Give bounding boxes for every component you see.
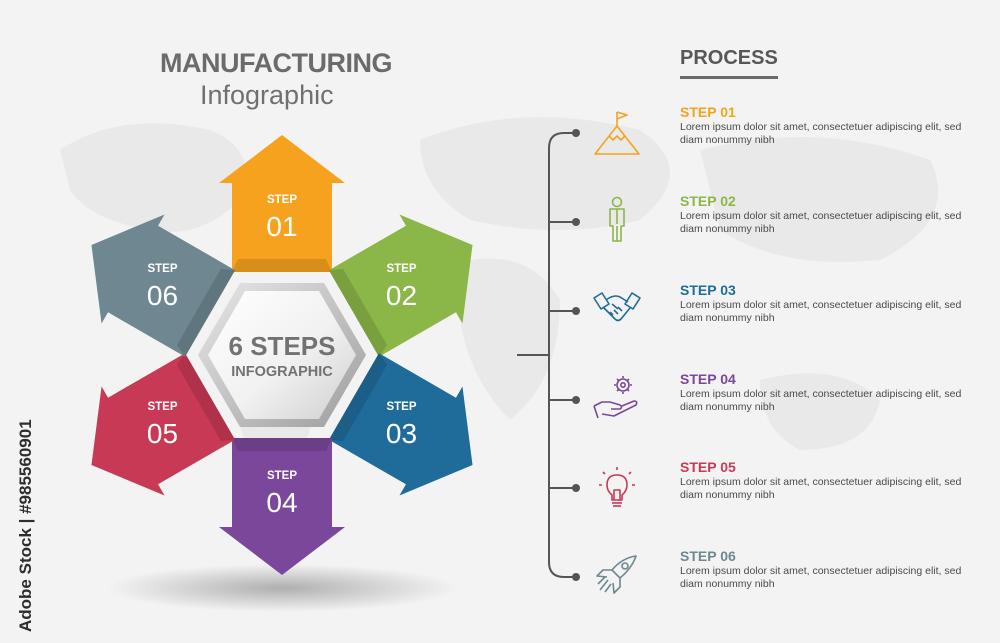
page-title: MANUFACTURING bbox=[160, 48, 392, 78]
petal-label-6: STEP bbox=[147, 263, 177, 275]
step-title-6: STEP 06 bbox=[680, 548, 736, 564]
connector-bottom-curve bbox=[548, 561, 575, 578]
center-subtitle: INFOGRAPHIC bbox=[231, 364, 333, 380]
petal-shadow-2 bbox=[328, 268, 388, 357]
connector-dot bbox=[572, 484, 580, 492]
step-title-2: STEP 02 bbox=[680, 193, 736, 209]
petal-number-5: 05 bbox=[147, 418, 178, 449]
center-hexagon bbox=[208, 291, 356, 419]
petal-shadow-5 bbox=[176, 353, 236, 442]
rocket-icon bbox=[596, 555, 637, 594]
petal-step-2: STEP 02 bbox=[328, 214, 473, 357]
petal-arrow-3 bbox=[328, 353, 473, 496]
step-description-1: Lorem ipsum dolor sit amet, consectetuer… bbox=[680, 121, 962, 147]
step-description-2: Lorem ipsum dolor sit amet, consectetuer… bbox=[680, 210, 962, 236]
petal-number-3: 03 bbox=[386, 418, 417, 449]
petal-step-6: STEP 06 bbox=[91, 214, 236, 357]
petal-step-3: STEP 03 bbox=[328, 353, 473, 496]
petal-label-5: STEP bbox=[147, 401, 177, 413]
petal-arrow-1 bbox=[219, 135, 345, 272]
handshake-icon bbox=[593, 292, 641, 322]
petal-step-5: STEP 05 bbox=[91, 353, 236, 496]
petal-shadow-6 bbox=[176, 268, 236, 357]
petal-label-1: STEP bbox=[267, 194, 297, 206]
connector-dot bbox=[572, 396, 580, 404]
petal-number-4: 04 bbox=[266, 487, 297, 518]
petal-arrow-4 bbox=[219, 438, 345, 575]
petal-arrow-5 bbox=[91, 353, 236, 496]
watermark-text: Adobe Stock | #985560901 bbox=[16, 419, 35, 632]
connector-dot bbox=[572, 129, 580, 137]
petal-arrow-6 bbox=[91, 214, 236, 357]
petal-step-1: STEP 01 bbox=[219, 135, 345, 272]
petal-label-2: STEP bbox=[386, 263, 416, 275]
petal-shadow-3 bbox=[328, 353, 388, 442]
mountain-flag-icon bbox=[594, 111, 640, 155]
petal-label-4: STEP bbox=[267, 470, 297, 482]
connector-top-curve bbox=[548, 132, 575, 149]
petal-number-6: 06 bbox=[147, 280, 178, 311]
page-subtitle: Infographic bbox=[200, 80, 334, 110]
step-title-3: STEP 03 bbox=[680, 282, 736, 298]
step-title-4: STEP 04 bbox=[680, 371, 736, 387]
watermark: Adobe Stock | #985560901 bbox=[16, 419, 35, 632]
person-icon bbox=[609, 196, 625, 242]
petal-step-4: STEP 04 bbox=[219, 438, 345, 575]
step-title-1: STEP 01 bbox=[680, 104, 736, 120]
step-title-5: STEP 05 bbox=[680, 459, 736, 475]
step-description-6: Lorem ipsum dolor sit amet, consectetuer… bbox=[680, 565, 962, 591]
step-description-4: Lorem ipsum dolor sit amet, consectetuer… bbox=[680, 388, 962, 414]
petal-label-3: STEP bbox=[386, 401, 416, 413]
connector-dot bbox=[572, 218, 580, 226]
step-description-3: Lorem ipsum dolor sit amet, consectetuer… bbox=[680, 299, 962, 325]
hand-gear-icon bbox=[593, 376, 638, 419]
petal-arrow-2 bbox=[328, 214, 473, 357]
petal-number-1: 01 bbox=[266, 211, 297, 242]
process-underline bbox=[680, 76, 778, 79]
petal-shadow-4 bbox=[232, 438, 332, 451]
connector-dot bbox=[572, 573, 580, 581]
diagram-shadow bbox=[107, 564, 457, 612]
petal-number-2: 02 bbox=[386, 280, 417, 311]
connector-dot bbox=[572, 307, 580, 315]
step-description-5: Lorem ipsum dolor sit amet, consectetuer… bbox=[680, 476, 962, 502]
process-heading: PROCESS bbox=[680, 47, 778, 69]
petal-shadow-1 bbox=[232, 259, 332, 272]
light-bulb-icon bbox=[599, 467, 635, 507]
center-title: 6 STEPS bbox=[229, 331, 336, 361]
